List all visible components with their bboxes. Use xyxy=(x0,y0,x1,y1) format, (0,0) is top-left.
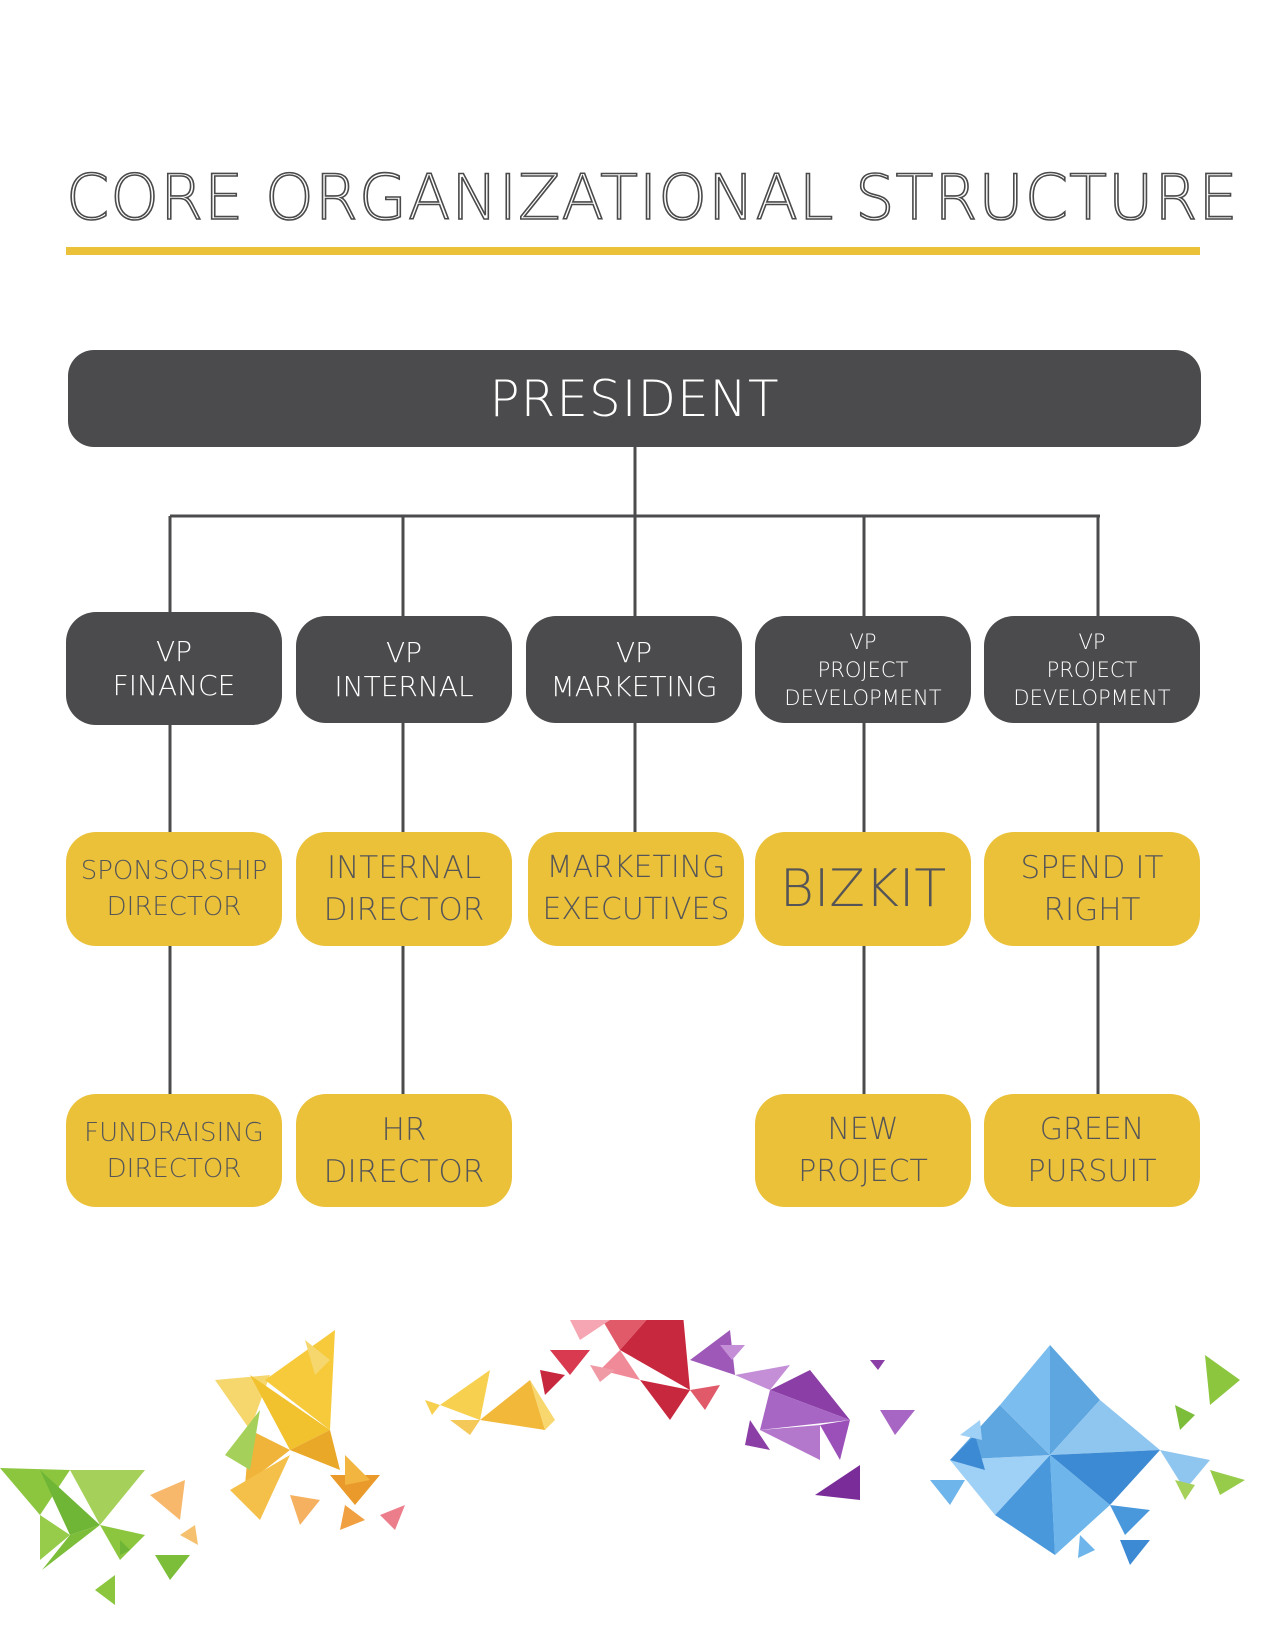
blue-pinwheel-shape xyxy=(930,1345,1210,1565)
vp-project-2-line2: PROJECT xyxy=(1046,657,1138,682)
spend-it-right-line1: SPEND IT xyxy=(1020,850,1164,886)
new-project-line1: NEW xyxy=(827,1111,899,1147)
green-pursuit-box: GREEN PURSUIT xyxy=(984,1094,1200,1207)
internal-director-line1: INTERNAL xyxy=(326,850,482,886)
bizkit-box: BIZKIT xyxy=(755,832,971,946)
green-bird-shape xyxy=(0,1468,190,1605)
vp-marketing-box: VP MARKETING xyxy=(526,616,742,723)
green-pursuit-line2: PURSUIT xyxy=(1027,1153,1157,1189)
internal-director-box: INTERNAL DIRECTOR xyxy=(296,832,512,946)
green-accent-shapes xyxy=(1175,1355,1245,1500)
vp-project-1-line2: PROJECT xyxy=(817,657,909,682)
sponsorship-director-line2: DIRECTOR xyxy=(106,892,242,922)
president-label: PRESIDENT xyxy=(489,369,780,428)
origami-bird-decoration xyxy=(0,1320,1245,1605)
new-project-box: NEW PROJECT xyxy=(755,1094,971,1207)
vp-project-1-line3: DEVELOPMENT xyxy=(784,685,942,710)
vp-project-1-line1: VP xyxy=(849,629,877,654)
vp-marketing-line2: MARKETING xyxy=(550,669,718,703)
new-project-line2: PROJECT xyxy=(798,1153,928,1189)
vp-finance-line1: VP xyxy=(155,634,193,668)
internal-director-line2: DIRECTOR xyxy=(323,892,485,928)
sponsorship-director-box: SPONSORSHIP DIRECTOR xyxy=(66,832,282,946)
marketing-executives-box: MARKETING EXECUTIVES xyxy=(528,832,744,946)
red-bird-shape xyxy=(540,1320,720,1420)
green-pursuit-line1: GREEN xyxy=(1039,1111,1145,1147)
bizkit-label: BIZKIT xyxy=(779,859,947,919)
vp-marketing-line1: VP xyxy=(615,635,653,669)
vp-internal-line2: INTERNAL xyxy=(334,669,474,703)
vp-project-2-line3: DEVELOPMENT xyxy=(1013,685,1171,710)
vp-project-development-box-1: VP PROJECT DEVELOPMENT xyxy=(755,616,971,723)
hr-director-line2: DIRECTOR xyxy=(323,1153,485,1190)
president-box: PRESIDENT xyxy=(68,350,1201,447)
title-underline xyxy=(66,247,1200,255)
vp-project-development-box-2: VP PROJECT DEVELOPMENT xyxy=(984,616,1200,723)
page-title: CORE ORGANIZATIONAL STRUCTURE xyxy=(65,160,1239,235)
marketing-executives-line1: MARKETING xyxy=(546,850,726,885)
vp-finance-box: VP FINANCE xyxy=(66,612,282,725)
hr-director-line1: HR xyxy=(381,1111,427,1148)
yellow-bird-shape xyxy=(150,1330,405,1545)
vp-internal-box: VP INTERNAL xyxy=(296,616,512,723)
spend-it-right-line2: RIGHT xyxy=(1043,892,1141,928)
sponsorship-director-line1: SPONSORSHIP xyxy=(80,856,268,886)
fundraising-director-line2: DIRECTOR xyxy=(106,1153,242,1184)
hr-director-box: HR DIRECTOR xyxy=(296,1094,512,1207)
fundraising-director-line1: FUNDRAISING xyxy=(84,1117,264,1148)
spend-it-right-box: SPEND IT RIGHT xyxy=(984,832,1200,946)
vp-project-2-line1: VP xyxy=(1078,629,1106,654)
fundraising-director-box: FUNDRAISING DIRECTOR xyxy=(66,1094,282,1207)
purple-bird-shape xyxy=(690,1330,915,1500)
marketing-executives-line2: EXECUTIVES xyxy=(542,892,730,927)
center-yellow-shape xyxy=(425,1370,555,1435)
vp-finance-line2: FINANCE xyxy=(112,668,236,702)
vp-internal-line1: VP xyxy=(385,635,423,669)
